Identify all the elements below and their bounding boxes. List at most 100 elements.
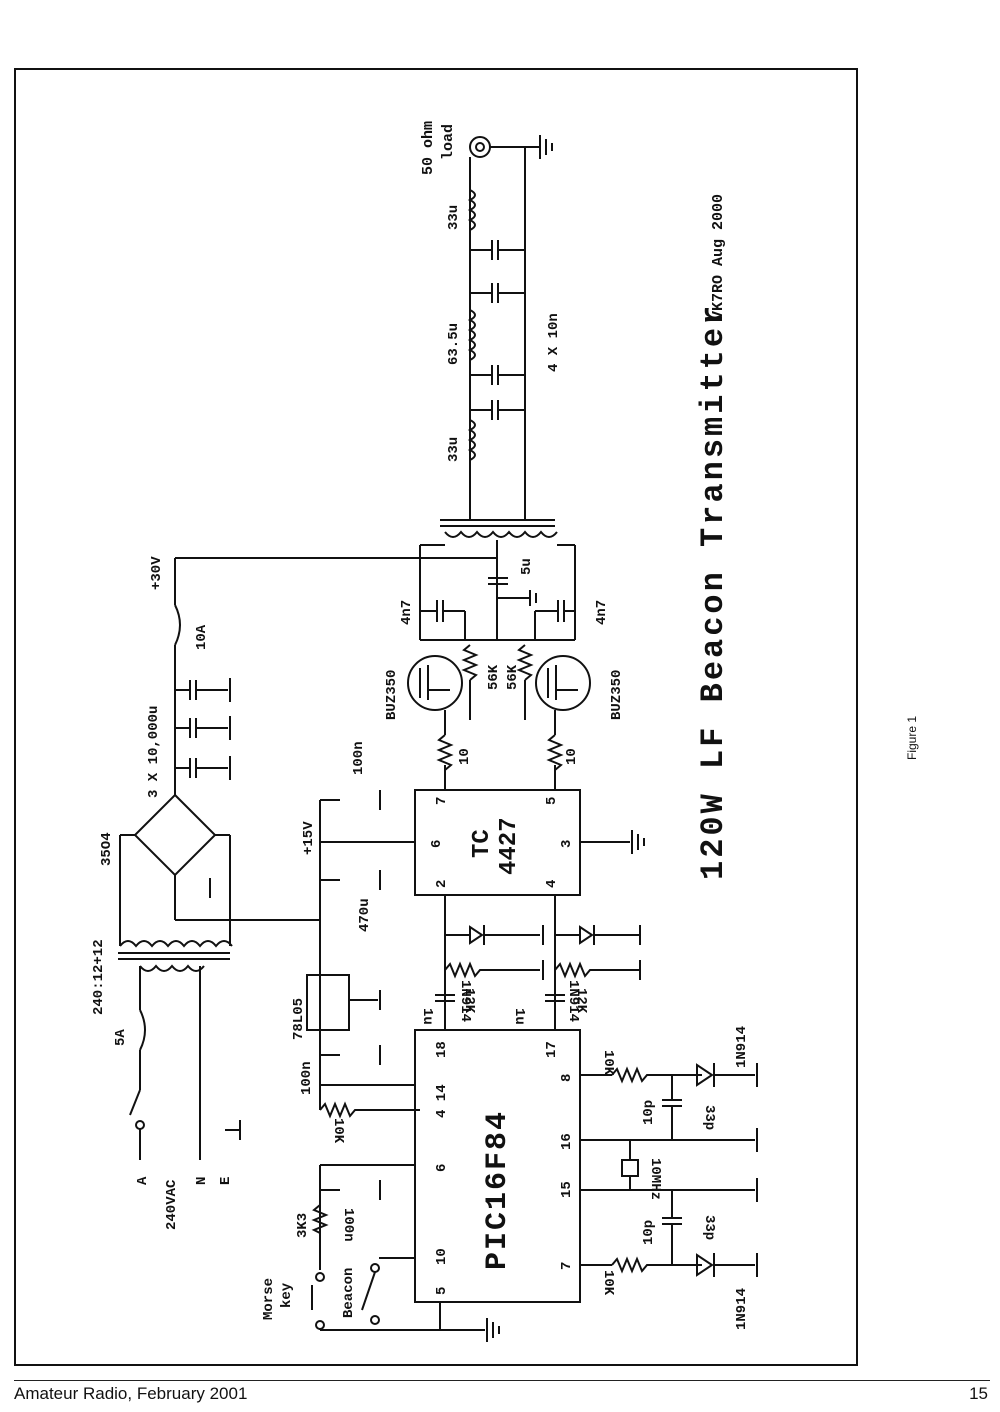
ground-symbol (539, 135, 553, 159)
label-fuse5: 5A (113, 1029, 129, 1046)
output-transformer (419, 519, 576, 640)
label-beacon: Beacon (341, 1268, 357, 1318)
label-lpf-caps: 4 X 10n (546, 313, 562, 372)
label-r10k-mclr: 10K (330, 1118, 346, 1144)
label-cap470: 470u (357, 898, 373, 932)
label-fet2: BUZ350 (609, 670, 625, 720)
label-cap5u: 5u (519, 558, 535, 575)
label-plus30: +30V (149, 556, 165, 590)
bulk-capacitors (175, 678, 231, 780)
inductor-63u (467, 309, 476, 361)
label-r10-a: 10 (457, 748, 473, 765)
label-xtal: 10MHz (647, 1158, 663, 1200)
ground-symbol (631, 830, 645, 854)
gate-resistors (436, 710, 564, 790)
lpf-capacitors (470, 240, 525, 420)
diode-1n914-left (445, 925, 540, 945)
label-inductor-33u-top: 33u (446, 205, 462, 230)
label-c100n-key: 100n (340, 1208, 356, 1242)
label-r10k-a: 10K (600, 1050, 616, 1076)
label-mains-e: E (218, 1177, 234, 1185)
label-cap4n7-right: 4n7 (594, 600, 610, 625)
label-r56k-b: 56K (505, 664, 521, 690)
ground-symbol (496, 590, 537, 606)
pin-10: 10 (434, 1248, 450, 1265)
cap-1u-left (435, 994, 455, 1002)
label-plus15: +15V (301, 821, 317, 855)
fuse-10a (174, 604, 181, 646)
resistor-12k-left (444, 961, 540, 979)
mosfet-left (407, 655, 463, 711)
label-c10p-b: 10p (641, 1220, 657, 1245)
label-c33p-a: 33p (701, 1105, 717, 1130)
label-fet1: BUZ350 (384, 670, 400, 720)
label-diode-4: 1N914 (734, 1288, 750, 1330)
label-diode-3: 1N914 (734, 1026, 750, 1068)
tc-pin-3: 3 (559, 840, 575, 848)
label-mains-a: A (135, 1176, 151, 1185)
label-r3k3: 3K3 (295, 1213, 311, 1238)
pin-4-14: 4 14 (434, 1084, 450, 1118)
tc-pin-2: 2 (434, 880, 450, 888)
label-load: 50 ohm (420, 121, 437, 175)
label-c10p-a: 10p (641, 1100, 657, 1125)
pin-15: 15 (559, 1181, 575, 1198)
label-bulk-caps: 3 X 10,000u (146, 706, 162, 798)
cap-1u-right (545, 994, 565, 1002)
resistor-10k-mclr (319, 1101, 420, 1119)
label-transformer: 240:12+12 (91, 939, 107, 1015)
diode-1n914-right (555, 925, 640, 945)
author-date: VK7RO Aug 2000 (710, 194, 727, 320)
label-morse: Morse (261, 1278, 277, 1320)
tc-pin-7: 7 (434, 797, 450, 805)
footer-divider (14, 1380, 990, 1381)
label-r12k-a: 12K (461, 988, 477, 1014)
label-tc: TC (469, 829, 496, 858)
label-load2: load (440, 124, 457, 160)
label-r56k-a: 56K (486, 664, 502, 690)
cap-5u (488, 577, 508, 585)
label-inductor-33u-bottom: 33u (446, 437, 462, 462)
diode-1n914-a (696, 1063, 755, 1087)
pin-17: 17 (544, 1041, 560, 1058)
label-cap100n-reg: 100n (299, 1061, 315, 1095)
label-r10-b: 10 (564, 748, 580, 765)
mosfet-right (535, 655, 591, 711)
resistor-10k-a (611, 1066, 702, 1084)
inductor-33u-bottom (467, 419, 476, 461)
label-pic: PIC16F84 (481, 1110, 515, 1270)
label-inductor-63u: 63.5u (446, 323, 462, 365)
label-mains-n: N (194, 1177, 210, 1185)
tc-pin-5: 5 (544, 797, 560, 805)
pin-6: 6 (434, 1164, 450, 1172)
label-tc-4427: 4427 (496, 817, 523, 875)
ground-symbols-misc (209, 790, 758, 1277)
resistors-56k (461, 644, 534, 720)
pin-7: 7 (559, 1262, 575, 1270)
resistor-10k-b (611, 1256, 702, 1274)
tc-pin-4: 4 (544, 880, 560, 888)
figure-caption: Figure 1 (905, 715, 919, 760)
label-diode-1: 1N914 (457, 980, 473, 1022)
diode-1n914-b (696, 1253, 755, 1277)
label-regulator: 78L05 (291, 998, 307, 1040)
label-fuse10: 10A (194, 624, 210, 650)
label-cap4n7-left: 4n7 (399, 600, 415, 625)
inductor-33u-top (467, 189, 476, 231)
pin-16: 16 (559, 1133, 575, 1150)
label-r10k-b: 10K (600, 1270, 616, 1296)
label-diode-2: 1N914 (565, 980, 581, 1022)
resistor-3k3 (311, 1204, 329, 1234)
resistor-12k-right (554, 961, 640, 979)
label-c1u-a: 1u (419, 1008, 435, 1025)
title-text: 120W LF Beacon Transmitter (695, 303, 732, 880)
pin-18: 18 (434, 1041, 450, 1058)
regulator-78l05 (306, 974, 350, 1031)
label-key: key (279, 1282, 295, 1308)
schematic-frame (14, 68, 858, 1366)
footer-page-number: 15 (969, 1384, 988, 1403)
mains-transformer (118, 835, 320, 972)
mains-input (129, 966, 241, 1160)
cap-4n7-right (534, 600, 575, 640)
